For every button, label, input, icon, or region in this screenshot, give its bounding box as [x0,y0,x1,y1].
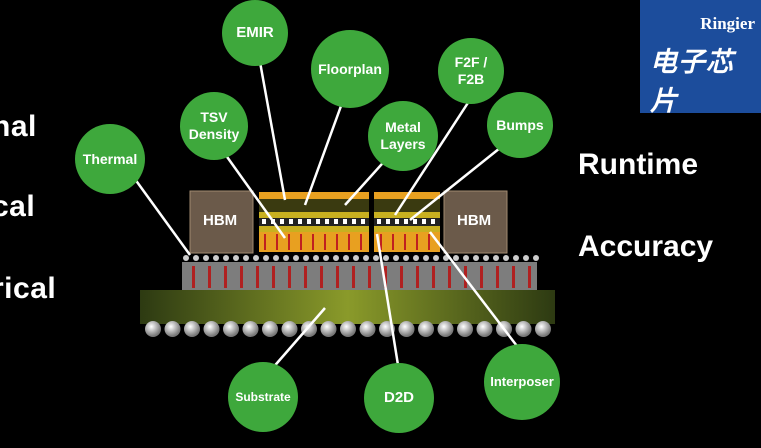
bubble-floorplan: Floorplan [311,30,389,108]
logo-name-text: 电子芯片 [650,47,734,116]
hbm-left-label: HBM [203,212,238,229]
bubble-bumps: Bumps [487,92,553,158]
solder-balls [145,321,551,337]
hbm-right-block [443,190,508,254]
left-label-3: rical [0,272,57,305]
bubble-emir: EMIR [222,0,288,66]
bubble-interposer: Interposer [484,344,560,420]
bubble-d2d-label: D2D [383,389,414,406]
bubble-emir-label: EMIR [236,24,274,41]
left-label-2: cal [0,190,36,223]
bubble-metal-line1: Metal [385,119,421,136]
interposer-layer [182,262,537,290]
die-tsvs [264,234,430,250]
substrate-layer [140,290,555,324]
accuracy-label: Accuracy [578,230,714,263]
logo-brand-text: Ringier [700,14,755,33]
microbumps [183,255,539,261]
left-label-1: nal [0,110,37,143]
bubble-tsv-density: TSV Density [180,92,248,160]
bubble-f2f: F2F / F2B [438,38,504,104]
bubble-thermal-label: Thermal [82,150,138,167]
bubble-substrate: Substrate [228,362,298,432]
bubble-bumps-label: Bumps [496,116,544,133]
bubble-metal-layers: Metal Layers [368,101,438,171]
hbm-left-block [189,190,254,254]
bubble-tsv-line2: Density [188,126,240,142]
bubble-thermal: Thermal [75,124,145,194]
bubble-d2d: D2D [364,363,434,433]
bubble-floorplan-label: Floorplan [318,60,382,77]
bubble-interposer-label: Interposer [490,374,554,390]
ringier-logo: Ringier 电子芯片 [640,0,761,116]
bubble-metal-line2: Layers [380,136,426,152]
bubble-f2f-line2: F2B [457,71,485,87]
bubble-f2f-line1: F2F / [454,54,488,71]
hbm-right-label: HBM [457,212,492,229]
bubble-tsv-line1: TSV [200,109,228,126]
bubble-substrate-label: Substrate [235,389,291,404]
runtime-label: Runtime [578,148,698,181]
